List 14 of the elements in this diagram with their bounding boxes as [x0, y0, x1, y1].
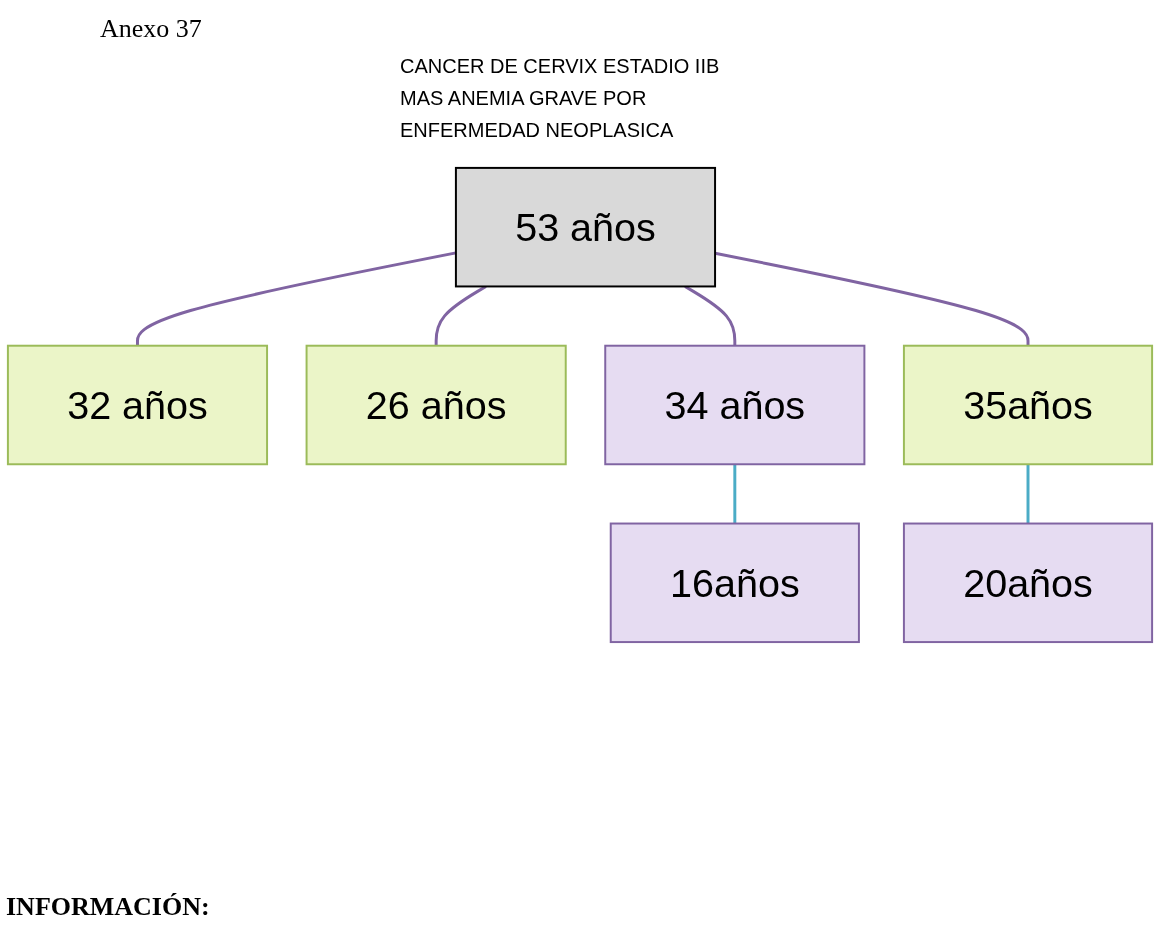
node-box: 32 años — [6, 344, 269, 466]
connector — [684, 285, 737, 346]
node-box: 26 años — [305, 344, 567, 466]
diagnosis-note: CANCER DE CERVIX ESTADIO IIB MAS ANEMIA GRAVE POR ENFERMEDAD NEOPLASICA — [400, 54, 721, 143]
node-box: 20años — [902, 522, 1154, 644]
connector — [733, 464, 737, 524]
node-box: 16años — [609, 522, 860, 644]
annex-label: Anexo 37 — [100, 14, 202, 44]
node-box: 34 años — [604, 344, 866, 466]
node-box: 53 años — [454, 166, 717, 288]
connector — [1026, 464, 1030, 524]
node-box: 35años — [902, 344, 1154, 466]
connector — [434, 285, 487, 346]
section-heading: INFORMACIÓN: — [6, 892, 210, 922]
